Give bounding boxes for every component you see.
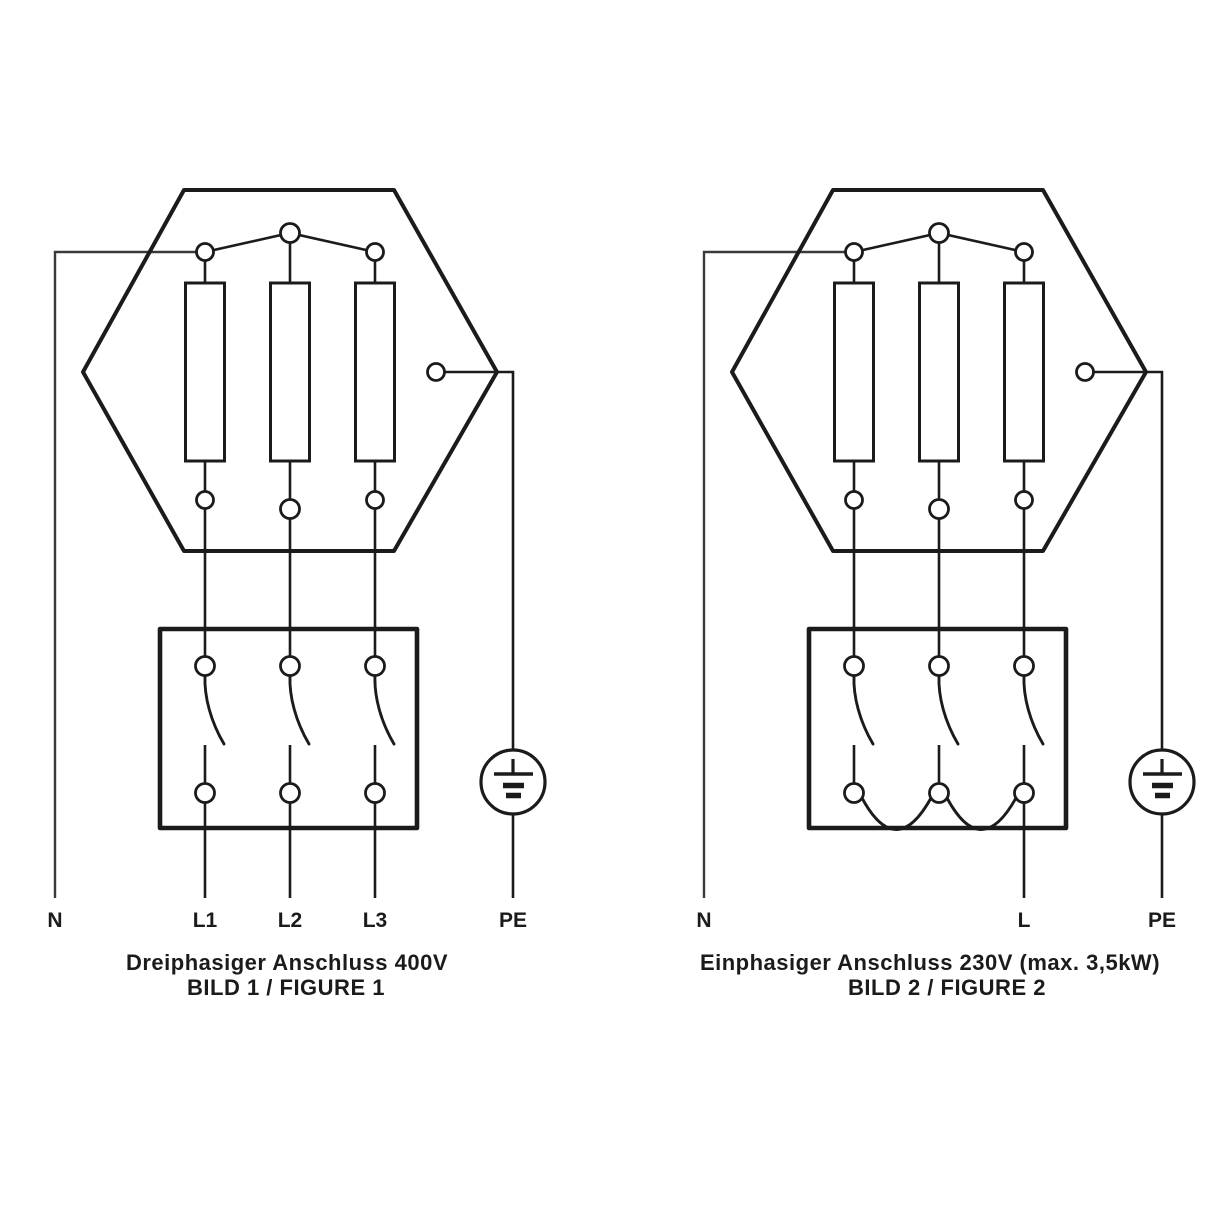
fig1-heater-bottom-terminal-3	[365, 490, 385, 510]
fig1-heater-top-terminal-1	[195, 242, 215, 262]
fig2-heater-body-outline	[730, 188, 1148, 553]
fig1-heater-top-terminal-2	[279, 222, 301, 244]
fig2-bridge-jumper-2	[945, 796, 1018, 831]
fig1-terminal-label-pe: PE	[499, 909, 527, 932]
fig1-switch-2-bottom-contact	[279, 782, 301, 804]
fig1-switch-3-bottom-contact	[364, 782, 386, 804]
fig1-neutral-wire	[53, 250, 198, 898]
fig2-heater-top-terminal-2	[928, 222, 950, 244]
fig1-heating-element-3	[354, 281, 396, 463]
fig1-switch-3-blade	[373, 673, 396, 746]
fig2-switch-1-blade	[852, 673, 875, 746]
fig2-switch-3-top-contact	[1013, 655, 1035, 677]
fig1-title: BILD 1 / FIGURE 1	[187, 975, 385, 1000]
fig2-heater-top-terminal-1	[844, 242, 864, 262]
fig2-heater-bottom-terminal-1	[844, 490, 864, 510]
fig1-switch-1-bottom-contact	[194, 782, 216, 804]
fig2-earth-ground-icon	[1128, 748, 1196, 816]
fig2-switch-3-bottom-contact	[1013, 782, 1035, 804]
fig2-switch-2-top-contact	[928, 655, 950, 677]
fig2-terminal-label-pe: PE	[1148, 909, 1176, 932]
fig2-switch-box	[806, 626, 1069, 831]
fig1-switch-2-top-contact	[279, 655, 301, 677]
fig2-heating-element-3	[1003, 281, 1045, 463]
fig1-terminal-label-l3: L3	[363, 909, 388, 932]
figure-2-single-phase-diagram: N L PE Einphasiger Anschluss 230V (max. …	[696, 188, 1196, 1000]
figure-1-three-phase-diagram: N L1 L2 L3 PE Dreiphasiger Anschluss 400…	[47, 188, 547, 1000]
fig1-earth-ground-icon	[479, 748, 547, 816]
fig2-heater-bottom-terminal-3	[1014, 490, 1034, 510]
fig1-switch-3-top-contact	[364, 655, 386, 677]
fig1-caption: Dreiphasiger Anschluss 400V	[126, 950, 448, 975]
fig2-heating-element-2	[918, 281, 960, 463]
fig2-terminal-label-l: L	[1018, 909, 1031, 932]
fig1-heating-element-1	[184, 281, 226, 463]
fig2-heater-top-terminal-3	[1014, 242, 1034, 262]
fig1-switch-box	[157, 626, 420, 831]
fig2-terminal-label-n: N	[696, 909, 711, 932]
fig2-switch-1-bottom-contact	[843, 782, 865, 804]
fig1-terminal-label-l2: L2	[278, 909, 303, 932]
fig2-switch-2-blade	[937, 673, 960, 746]
fig2-pe-wire	[1085, 370, 1164, 750]
fig2-caption: Einphasiger Anschluss 230V (max. 3,5kW)	[700, 950, 1160, 975]
fig2-heating-element-1	[833, 281, 875, 463]
fig1-pe-wire	[436, 370, 515, 750]
fig1-switch-1-blade	[203, 673, 226, 746]
fig1-heater-body-outline	[81, 188, 499, 553]
fig2-neutral-wire	[702, 250, 847, 898]
fig2-switch-3-blade	[1022, 673, 1045, 746]
fig2-title: BILD 2 / FIGURE 2	[848, 975, 1046, 1000]
fig1-heater-bottom-terminal-1	[195, 490, 215, 510]
fig1-heating-element-2	[269, 281, 311, 463]
fig1-switch-2-blade	[288, 673, 311, 746]
fig2-pe-terminal	[1075, 362, 1095, 382]
fig1-terminal-label-l1: L1	[193, 909, 218, 932]
fig1-terminal-label-n: N	[47, 909, 62, 932]
fig2-heater-bottom-terminal-2	[928, 498, 950, 520]
fig1-pe-terminal	[426, 362, 446, 382]
fig2-bridge-jumper-1	[860, 796, 933, 831]
fig2-switch-1-top-contact	[843, 655, 865, 677]
fig2-switch-2-bottom-contact	[928, 782, 950, 804]
fig1-heater-top-terminal-3	[365, 242, 385, 262]
fig1-switch-1-top-contact	[194, 655, 216, 677]
fig1-heater-bottom-terminal-2	[279, 498, 301, 520]
